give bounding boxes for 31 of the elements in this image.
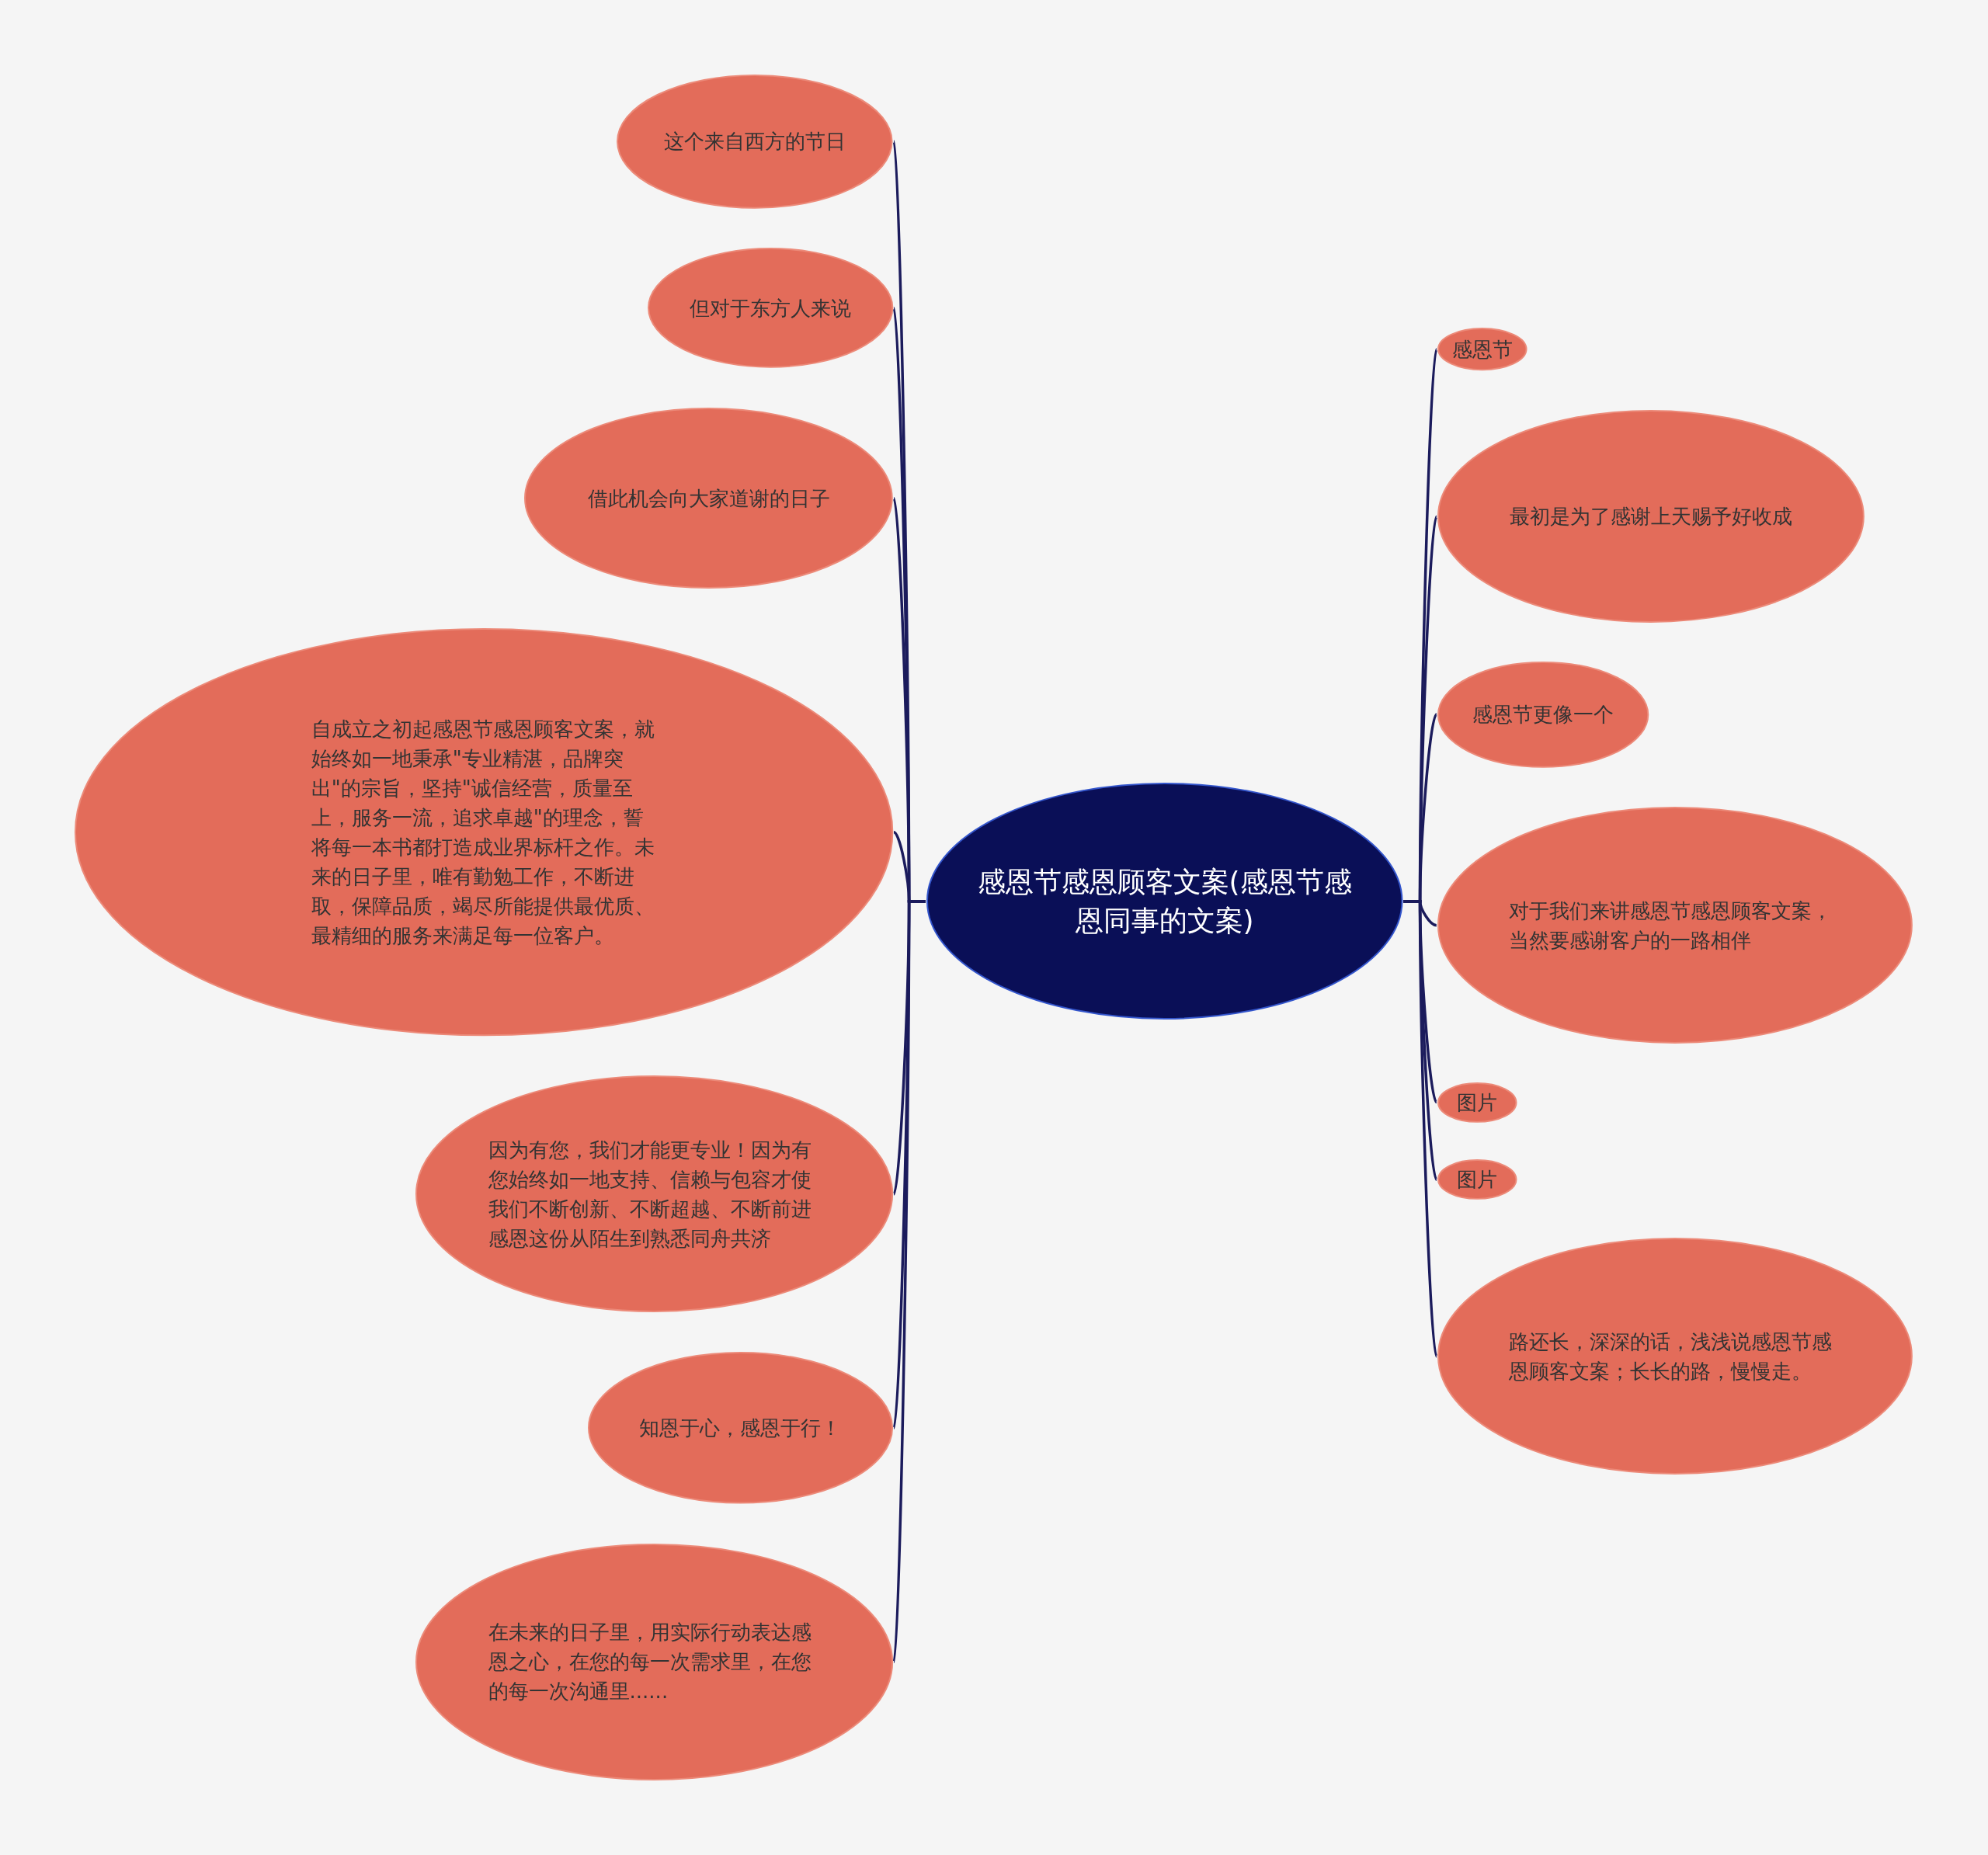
topic-text: 对于我们来讲感恩节感恩顾客文案，当然要感谢客户的一路相伴 — [1508, 898, 1833, 954]
topic-ellipse — [1436, 1081, 1518, 1124]
topic-ellipse — [616, 73, 894, 210]
topic-ellipse — [73, 627, 894, 1037]
topic-ellipse — [1436, 660, 1650, 769]
topic-ellipse — [414, 1075, 894, 1314]
topic-text: 图片 — [1457, 1167, 1497, 1193]
topic-ellipse — [414, 1542, 894, 1781]
topic-ellipse — [1436, 1159, 1518, 1201]
topic-text: 自成立之初起感恩节感恩顾客文案，就始终如一地秉承"专业精湛，品牌突出"的宗旨，坚持"诚信经营，质量至上，服务一流，追求卓越"的理念，誓将每一本书都打造成业界标杆之作。未来的日子里，唯有勤勉工作，不断进取，保障品质，竭尽所能提供最优质、最精细的服务来满足每一位客户。 — [311, 716, 655, 949]
topic-text: 最初是为了感谢上天赐予好收成 — [1509, 504, 1792, 530]
topic-text: 在未来的日子里，用实际行动表达感恩之心，在您的每一次需求里，在您的每一次沟通里...... — [488, 1620, 812, 1705]
topic-text: 因为有您，我们才能更专业！因为有您始终如一地支持、信赖与包容才使我们不断创新、不断超越、不断前进感恩这份从陌生到熟悉同舟共济 — [488, 1137, 812, 1252]
topic-ellipse — [1436, 806, 1913, 1045]
topic-text: 但对于东方人来说 — [689, 295, 851, 321]
topic-ellipse — [523, 407, 894, 590]
topic-ellipse — [1436, 1237, 1913, 1476]
topic-text: 知恩于心，感恩于行！ — [639, 1416, 842, 1442]
topic-text: 这个来自西方的节日 — [664, 129, 846, 155]
topic-ellipse — [646, 247, 894, 370]
topic-text: 感恩节 — [1451, 336, 1513, 363]
topic-ellipse — [1436, 409, 1865, 624]
topic-text: 路还长，深深的话，浅浅说感恩节感恩顾客文案；长长的路，慢慢走。 — [1508, 1329, 1833, 1384]
topic-text: 感恩节更像一个 — [1472, 702, 1614, 728]
connector-line — [1403, 900, 1438, 1357]
topic-ellipse — [586, 1351, 894, 1505]
central-topic-text: 感恩节感恩顾客文案(感恩节感恩同事的文案) — [976, 864, 1353, 938]
topic-ellipse — [1436, 327, 1528, 372]
topic-text: 图片 — [1457, 1089, 1497, 1116]
central-topic-ellipse — [925, 782, 1404, 1021]
topic-text: 借此机会向大家道谢的日子 — [587, 485, 830, 512]
